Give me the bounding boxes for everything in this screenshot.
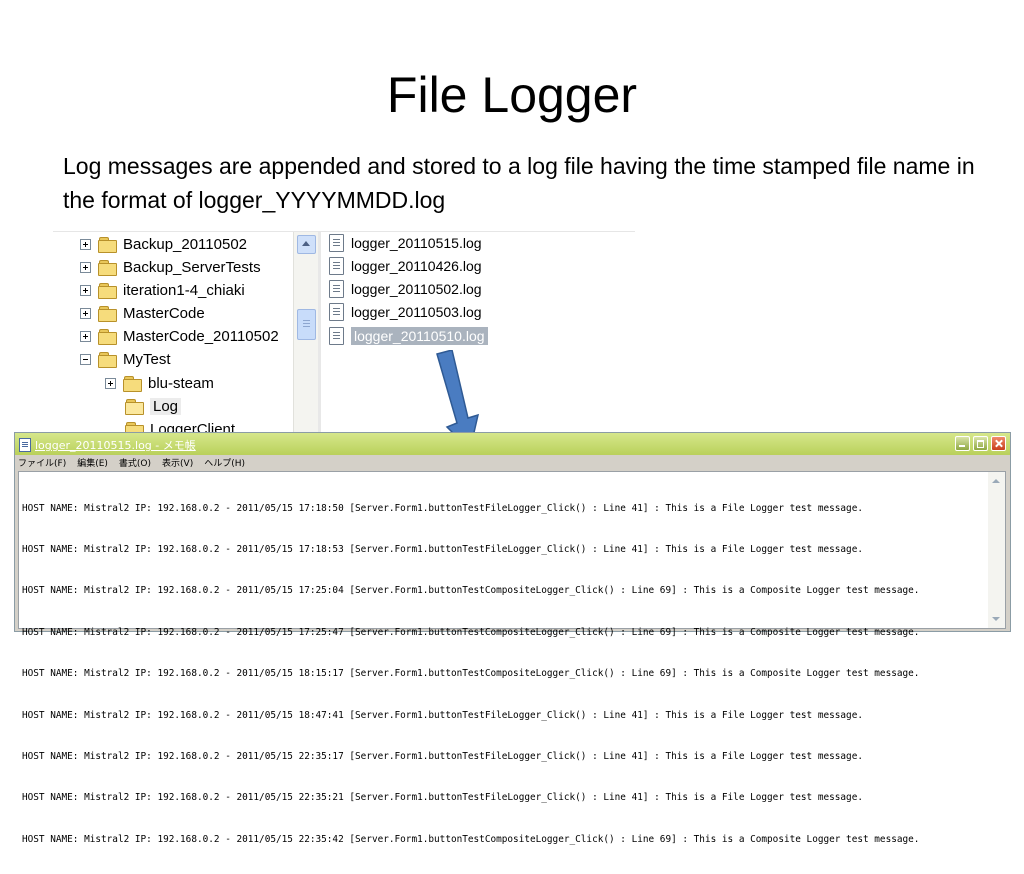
file-item[interactable]: logger_20110503.log xyxy=(329,301,482,323)
pane-divider[interactable] xyxy=(318,232,321,437)
folder-icon xyxy=(98,328,117,345)
menu-bar: ファイル(F) 編集(E) 書式(O) 表示(V) ヘルプ(H) xyxy=(18,456,245,470)
tree-item[interactable]: iteration1-4_chiaki xyxy=(80,279,245,301)
log-line: HOST NAME: Mistral2 IP: 192.168.0.2 - 20… xyxy=(22,626,920,638)
folder-icon xyxy=(123,375,142,392)
log-line: HOST NAME: Mistral2 IP: 192.168.0.2 - 20… xyxy=(22,750,863,762)
scrollbar-thumb[interactable] xyxy=(297,309,316,340)
log-line: HOST NAME: Mistral2 IP: 192.168.0.2 - 20… xyxy=(22,502,863,514)
window-titlebar[interactable]: logger_20110515.log - メモ帳 xyxy=(15,433,1010,455)
text-file-icon xyxy=(329,327,344,345)
tree-item[interactable]: MyTest xyxy=(80,348,171,370)
file-name: logger_20110515.log xyxy=(351,235,482,251)
slide-description: Log messages are appended and stored to … xyxy=(63,153,975,213)
folder-icon xyxy=(98,282,117,299)
folder-icon xyxy=(98,305,117,322)
folder-icon xyxy=(98,259,117,276)
menu-view[interactable]: 表示(V) xyxy=(162,459,194,469)
tree-item-label: Backup_ServerTests xyxy=(123,258,261,276)
text-file-icon xyxy=(329,303,344,321)
notepad-window: logger_20110515.log - メモ帳 ファイル(F) 編集(E) … xyxy=(14,432,1011,845)
log-line: HOST NAME: Mistral2 IP: 192.168.0.2 - 20… xyxy=(22,585,920,597)
tree-item-label: Log xyxy=(150,397,182,415)
folder-icon xyxy=(98,236,117,253)
log-line: HOST NAME: Mistral2 IP: 192.168.0.2 - 20… xyxy=(22,792,863,804)
expand-icon[interactable] xyxy=(105,377,116,389)
tree-item-label: MyTest xyxy=(123,350,171,368)
expand-icon[interactable] xyxy=(80,330,91,342)
menu-format[interactable]: 書式(O) xyxy=(118,459,152,469)
minimize-button[interactable] xyxy=(955,436,970,451)
expand-icon[interactable] xyxy=(80,284,91,296)
maximize-button[interactable] xyxy=(973,436,988,451)
log-line: HOST NAME: Mistral2 IP: 192.168.0.2 - 20… xyxy=(22,543,863,555)
file-list: logger_20110515.log logger_20110426.log … xyxy=(321,232,568,437)
log-lines: HOST NAME: Mistral2 IP: 192.168.0.2 - 20… xyxy=(22,474,990,874)
window-title: logger_20110515.log - メモ帳 xyxy=(35,439,196,452)
log-line: HOST NAME: Mistral2 IP: 192.168.0.2 - 20… xyxy=(22,709,863,721)
folder-icon xyxy=(98,351,117,368)
file-item[interactable]: logger_20110426.log xyxy=(329,255,482,277)
scroll-up-icon[interactable] xyxy=(991,476,1001,486)
log-line: HOST NAME: Mistral2 IP: 192.168.0.2 - 20… xyxy=(22,833,920,845)
notepad-icon xyxy=(19,438,31,452)
expand-icon[interactable] xyxy=(80,307,91,319)
tree-item[interactable]: Backup_20110502 xyxy=(80,233,247,255)
scroll-down-icon[interactable] xyxy=(991,614,1001,624)
menu-file[interactable]: ファイル(F) xyxy=(18,459,67,469)
close-button[interactable] xyxy=(991,436,1006,451)
text-editor[interactable]: HOST NAME: Mistral2 IP: 192.168.0.2 - 20… xyxy=(18,471,1006,845)
menu-help[interactable]: ヘルプ(H) xyxy=(204,459,246,469)
tree-item-label: iteration1-4_chiaki xyxy=(123,281,245,299)
open-folder-icon xyxy=(125,398,144,415)
tree-item[interactable]: blu-steam xyxy=(105,372,214,394)
tree-item[interactable]: MasterCode xyxy=(80,302,205,324)
file-item[interactable]: logger_20110515.log xyxy=(329,232,482,254)
file-name: logger_20110503.log xyxy=(351,304,482,320)
tree-item-selected[interactable]: Log xyxy=(125,395,182,417)
folder-tree: Backup_20110502 Backup_ServerTests itera… xyxy=(53,232,293,437)
explorer-blank-area xyxy=(568,232,635,437)
text-file-icon xyxy=(329,280,344,298)
file-item[interactable]: logger_20110502.log xyxy=(329,278,482,300)
tree-item[interactable]: Backup_ServerTests xyxy=(80,256,261,278)
file-item-selected[interactable]: logger_20110510.log xyxy=(329,325,488,347)
tree-scrollbar[interactable] xyxy=(293,232,318,437)
file-name: logger_20110502.log xyxy=(351,281,482,297)
editor-scrollbar[interactable] xyxy=(988,472,1005,628)
file-name: logger_20110510.log xyxy=(351,327,488,345)
tree-item[interactable]: MasterCode_20110502 xyxy=(80,325,279,347)
tree-item-label: Backup_20110502 xyxy=(123,235,247,253)
log-line: HOST NAME: Mistral2 IP: 192.168.0.2 - 20… xyxy=(22,668,920,680)
file-name: logger_20110426.log xyxy=(351,258,482,274)
expand-icon[interactable] xyxy=(80,238,91,250)
tree-item-label: MasterCode_20110502 xyxy=(123,327,279,345)
text-file-icon xyxy=(329,257,344,275)
menu-edit[interactable]: 編集(E) xyxy=(77,459,108,469)
explorer-screenshot: Backup_20110502 Backup_ServerTests itera… xyxy=(53,231,635,437)
text-file-icon xyxy=(329,234,344,252)
collapse-icon[interactable] xyxy=(80,353,91,365)
slide-title: File Logger xyxy=(386,67,638,123)
expand-icon[interactable] xyxy=(80,261,91,273)
tree-item-label: blu-steam xyxy=(148,374,214,392)
tree-item-label: MasterCode xyxy=(123,304,205,322)
scroll-up-icon[interactable] xyxy=(297,235,316,254)
